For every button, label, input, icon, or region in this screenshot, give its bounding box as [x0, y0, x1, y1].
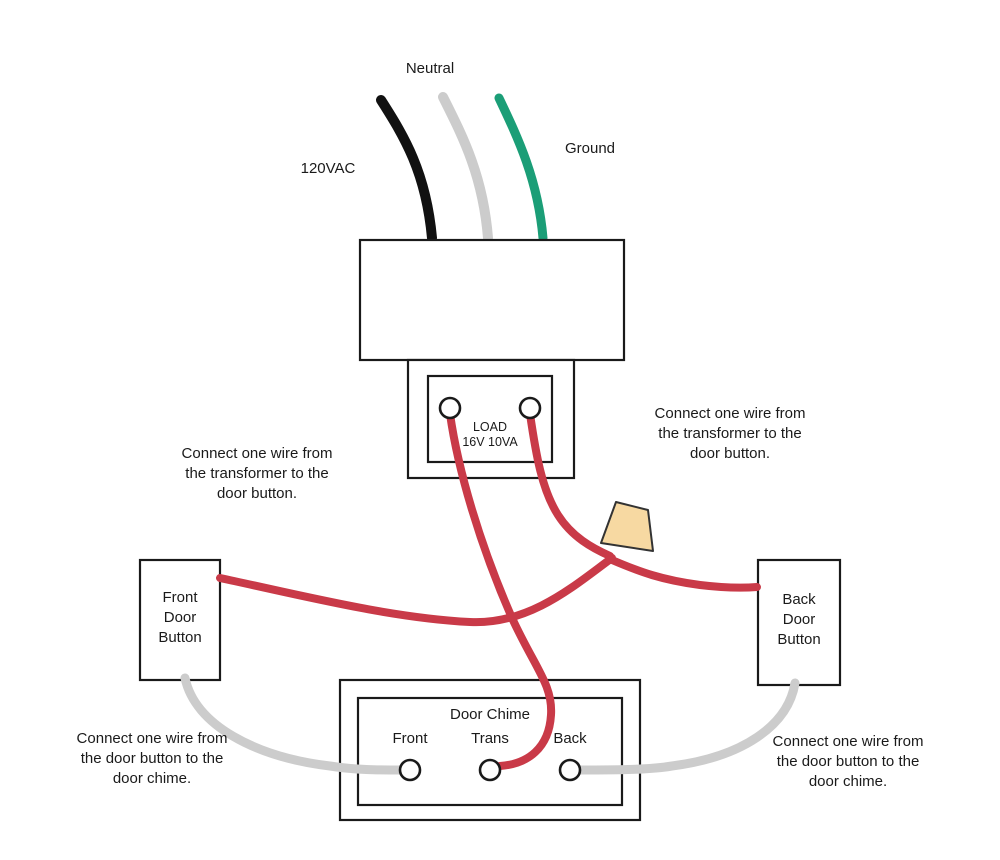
load-terminal-right — [518, 396, 542, 420]
annotation-transformer-to-back-button: Connect one wire from the transformer to… — [654, 405, 806, 462]
hot-label: 120VAC — [300, 160, 356, 177]
load-terminal-left — [438, 396, 462, 420]
back-door-button-label: Back Door Button — [777, 591, 821, 648]
chime-terminal-trans-label: Trans — [471, 730, 509, 747]
ground-label: Ground — [564, 140, 616, 157]
nut-to-back-button-wire — [608, 556, 761, 592]
front-button-to-chime-wire — [180, 673, 406, 775]
load-label: LOAD — [472, 420, 508, 434]
front-door-button-box — [138, 558, 222, 682]
annotation-front-button-to-chime: Connect one wire from the door button to… — [76, 730, 228, 787]
chime-terminal-trans — [478, 758, 502, 782]
transformer-to-chime-wire — [446, 410, 556, 770]
load-label-group: LOAD 16V 10VA — [428, 420, 552, 450]
ground-wire — [494, 93, 548, 243]
chime-terminal-back-label: Back — [553, 730, 587, 747]
annotation-transformer-to-front-button: Connect one wire from the transformer to… — [181, 445, 333, 502]
door-chime-inner-box — [356, 696, 624, 807]
annotation-back-button-to-chime: Connect one wire from the door button to… — [772, 733, 924, 790]
rating-label: 16V 10VA — [462, 435, 518, 449]
chime-terminal-front — [398, 758, 422, 782]
back-button-to-chime-wire — [576, 678, 800, 775]
chime-terminal-back — [558, 758, 582, 782]
front-door-button-label: Front Door Button — [158, 589, 202, 646]
neutral-wire — [438, 92, 493, 243]
front-button-to-nut-wire — [216, 554, 616, 627]
neutral-label: Neutral — [405, 60, 455, 77]
transformer-body — [358, 238, 626, 362]
door-chime-title: Door Chime — [449, 706, 531, 723]
chime-terminal-front-label: Front — [392, 730, 428, 747]
transformer-to-nut-wire — [526, 410, 614, 560]
hot-wire — [376, 95, 437, 243]
wire-nut — [600, 501, 654, 552]
